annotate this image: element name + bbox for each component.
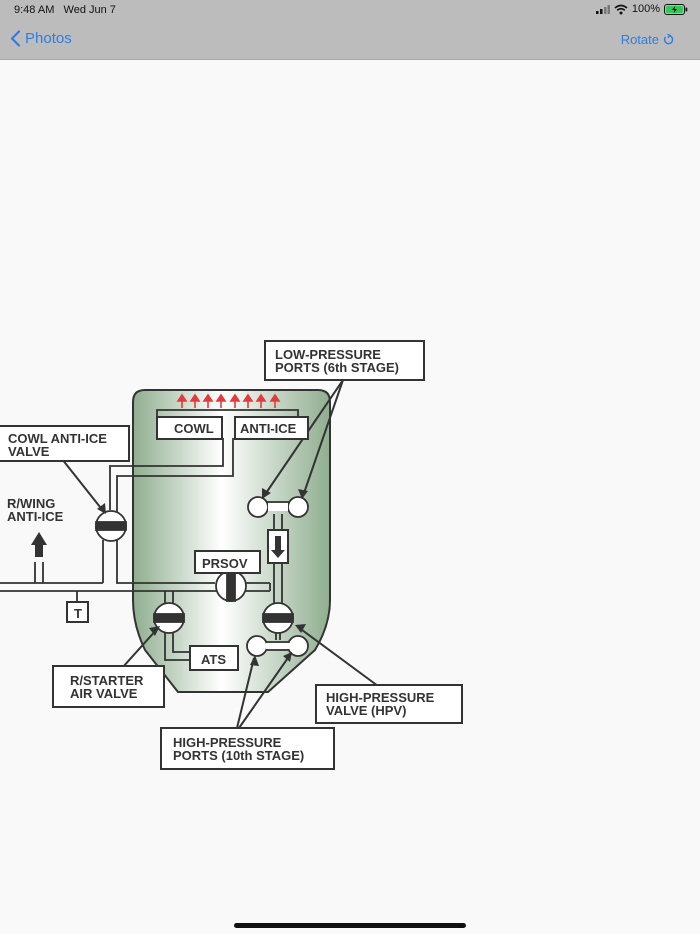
arrowheads: [97, 488, 308, 666]
home-indicator[interactable]: [234, 923, 466, 928]
high-pressure-ports: [246, 635, 309, 657]
cowl-label: COWL: [156, 416, 223, 440]
photo-view[interactable]: LOW-PRESSURE PORTS (6th STAGE) COWL ANTI…: [0, 60, 700, 934]
status-time-text: 9:48 AM: [14, 4, 55, 16]
rotate-button[interactable]: Rotate: [621, 32, 674, 47]
cowl-anti-ice-valve-label: COWL ANTI-ICE VALVE: [0, 425, 130, 462]
status-bar: 9:48 AM Wed Jun 7 100%: [0, 0, 700, 20]
t-label: T: [66, 601, 89, 623]
wing-arrow: [31, 532, 47, 557]
anti-ice-label: ANTI-ICE: [234, 416, 309, 440]
wifi-icon: [614, 4, 628, 14]
r-starter-air-valve-label: R/STARTER AIR VALVE: [52, 665, 165, 708]
valves: [95, 510, 294, 634]
airflow-arrows: [176, 393, 281, 408]
low-pressure-ports-label: LOW-PRESSURE PORTS (6th STAGE): [264, 340, 425, 381]
signal-icon: [595, 5, 610, 14]
back-button[interactable]: Photos: [10, 30, 72, 47]
r-wing-anti-ice-label: R/WING ANTI-ICE: [7, 496, 64, 524]
bleed-air-diagram: [0, 379, 379, 729]
status-time: 9:48 AM Wed Jun 7: [14, 4, 116, 16]
battery-charging-icon: [664, 3, 688, 15]
ats-label: ATS: [189, 645, 239, 671]
high-pressure-ports-label: HIGH-PRESSURE PORTS (10th STAGE): [160, 727, 335, 770]
status-date-text: Wed Jun 7: [63, 4, 116, 16]
ducts: [0, 409, 299, 661]
nav-bar: Photos Rotate: [0, 20, 700, 60]
battery-percent: 100%: [631, 3, 660, 15]
rotate-icon: [663, 34, 674, 45]
chevron-left-icon: [10, 30, 21, 47]
status-indicators: 100%: [595, 3, 688, 15]
low-pressure-ports: [247, 496, 309, 518]
rotate-label: Rotate: [620, 32, 659, 47]
back-label: Photos: [25, 30, 72, 47]
high-pressure-valve-label: HIGH-PRESSURE VALVE (HPV): [315, 684, 463, 724]
prsov-label: PRSOV: [194, 550, 261, 574]
